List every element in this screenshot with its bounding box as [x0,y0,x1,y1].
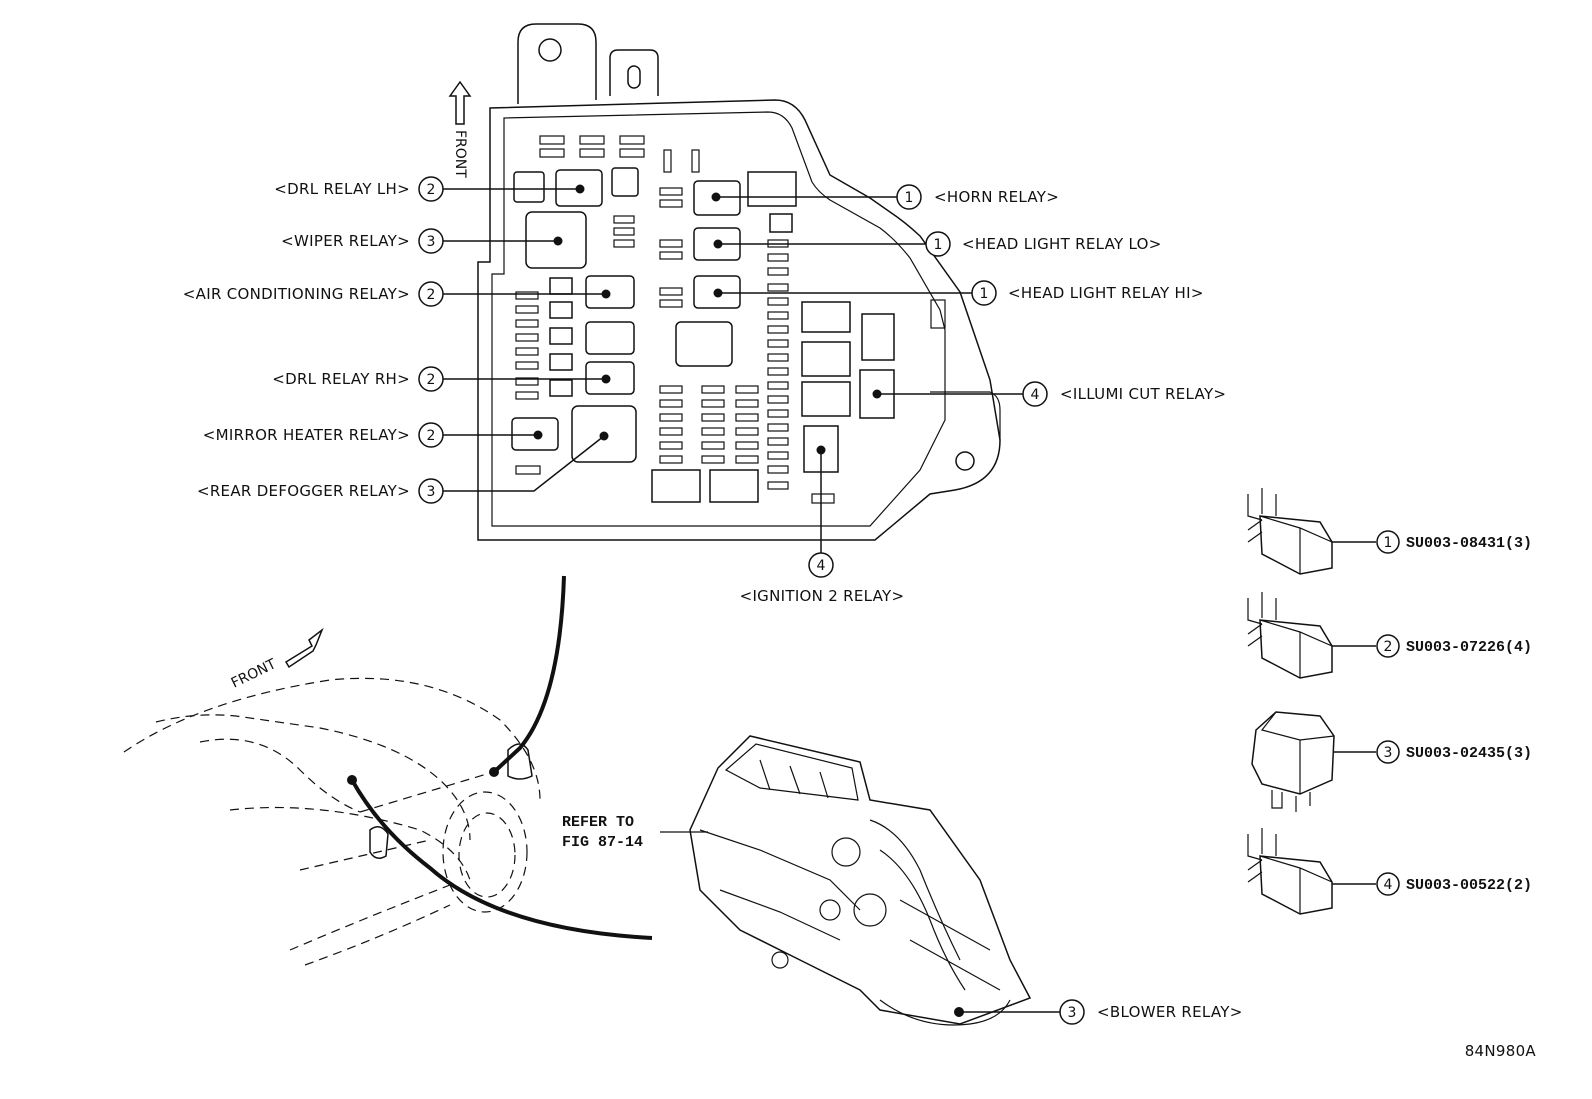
callout-number: 3 [427,484,436,500]
callout-number: 3 [427,234,436,250]
callout-number: 2 [427,428,436,444]
relay-type-3: 3 SU003-02435(3) [1251,711,1532,812]
callout-horn-relay: 1 <HORN RELAY> [711,184,1059,210]
callout-rear-defogger-relay: 3 <REAR DEFOGGER RELAY> [197,431,609,504]
relay-type-1: 1 SU003-08431(3) [1247,488,1532,575]
callout-number: 2 [427,287,436,303]
relay-part-number: SU003-02435(3) [1406,745,1532,762]
relay-type-4: 4 SU003-00522(2) [1247,828,1532,915]
callout-label: <ILLUMI CUT RELAY> [1060,385,1226,403]
callout-number: 1 [905,190,914,206]
callout-number: 2 [427,372,436,388]
callout-head-light-relay-hi: 1 <HEAD LIGHT RELAY HI> [713,280,1204,306]
vehicle-front-label: FRONT [229,656,279,692]
fuse-relay-box: FRONT [448,23,1001,541]
mini-fuse-rows [515,187,789,490]
callout-number: 4 [1031,387,1040,403]
refer-to-line-2: FIG 87-14 [562,834,643,851]
callout-label: <DRL RELAY LH> [274,180,410,198]
relay-part-number: SU003-08431(3) [1406,535,1532,552]
callout-label: <HORN RELAY> [934,188,1059,206]
callout-number: 1 [934,237,943,253]
callout-label: <BLOWER RELAY> [1097,1003,1243,1021]
callout-head-light-relay-lo: 1 <HEAD LIGHT RELAY LO> [713,231,1162,257]
callout-label: <DRL RELAY RH> [272,370,410,388]
callout-wiper-relay: 3 <WIPER RELAY> [281,228,563,254]
relay-type-2: 2 SU003-07226(4) [1247,592,1532,679]
figure-id: 84N980A [1465,1042,1537,1060]
callout-label: <AIR CONDITIONING RELAY> [183,285,410,303]
vehicle-sketch: FRONT [123,575,653,966]
relay-type-number: 1 [1384,535,1393,551]
relay-part-number: SU003-07226(4) [1406,639,1532,656]
relay-type-number: 2 [1384,639,1393,655]
callout-number: 3 [1068,1005,1077,1021]
front-arrow-icon [448,80,472,125]
callout-drl-relay-rh: 2 <DRL RELAY RH> [272,366,611,392]
callout-blower-relay: 3 <BLOWER RELAY> [959,999,1243,1025]
callout-label: <MIRROR HEATER RELAY> [203,426,410,444]
callout-label: <HEAD LIGHT RELAY HI> [1008,284,1204,302]
relay-type-number: 4 [1384,877,1393,893]
relay-part-number: SU003-00522(2) [1406,877,1532,894]
callout-number: 1 [980,286,989,302]
front-arrow-icon [284,627,324,669]
callout-label: <IGNITION 2 RELAY> [740,587,905,605]
relay-type-number: 3 [1384,745,1393,761]
callout-illumi-cut-relay: 4 <ILLUMI CUT RELAY> [872,381,1226,407]
relay-sockets [511,167,895,504]
callout-number: 2 [427,182,436,198]
fuse-box-front-label: FRONT [452,130,468,178]
callout-label: <REAR DEFOGGER RELAY> [197,482,410,500]
callout-air-conditioning-relay: 2 <AIR CONDITIONING RELAY> [183,281,611,307]
callout-drl-relay-lh: 2 <DRL RELAY LH> [274,176,585,202]
callout-ignition-2-relay: 4 <IGNITION 2 RELAY> [740,445,905,605]
hvac-blower-unit [660,735,1032,1026]
callout-label: <HEAD LIGHT RELAY LO> [962,235,1162,253]
fuse-slots-top [539,135,700,173]
callout-number: 4 [817,558,826,574]
refer-to-line-1: REFER TO [562,814,634,831]
callout-mirror-heater-relay: 2 <MIRROR HEATER RELAY> [203,422,543,448]
callout-label: <WIPER RELAY> [281,232,410,250]
